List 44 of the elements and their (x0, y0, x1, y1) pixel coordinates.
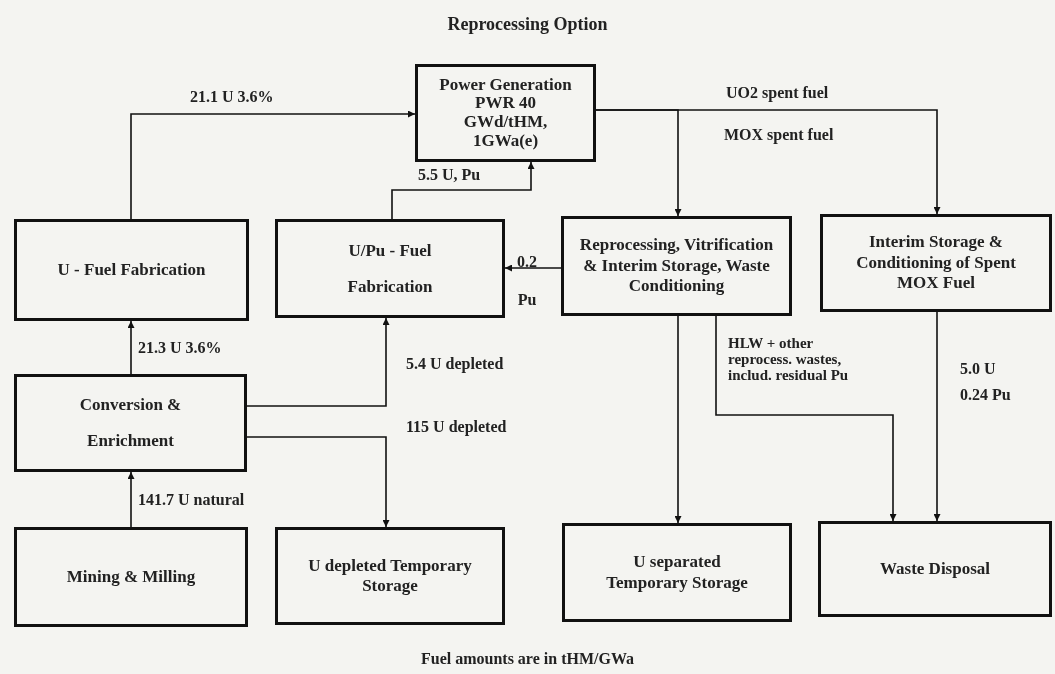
process-box (14, 219, 249, 321)
process-box (562, 523, 792, 622)
box-label: U depleted Temporary Storage (307, 555, 473, 597)
edge-label: 0.2 Pu (516, 252, 538, 310)
arrow (127, 471, 135, 528)
box-label: U/Pu - Fuel Fabrication (346, 239, 434, 298)
process-box (275, 527, 505, 625)
box-label: Power Generation PWR 40 GWd/tHM, 1GWa(e) (438, 75, 573, 151)
arrow (715, 315, 897, 522)
edge-label: 5.4 U depleted (406, 355, 504, 374)
caption: Fuel amounts are in tHM/GWa (420, 650, 634, 668)
arrow (246, 317, 390, 407)
box-label: U separated Temporary Storage (605, 552, 749, 593)
edge-label: 21.3 U 3.6% (138, 339, 222, 358)
edge-label: 5.5 U, Pu (418, 166, 481, 185)
box-label: Reprocessing, Vitrification & Interim Storage, Waste Conditioning (578, 235, 775, 297)
box-label: U - Fuel Fabrication (57, 259, 206, 281)
process-box (415, 64, 596, 162)
process-box (818, 521, 1052, 617)
arrow (674, 315, 682, 524)
arrow (595, 109, 941, 215)
process-box (14, 527, 248, 627)
arrow (504, 264, 562, 272)
box-label: Waste Disposal (879, 558, 990, 580)
diagram-title: Reprocessing Option (447, 14, 608, 35)
arrow (130, 110, 416, 220)
box-label: Mining & Milling (66, 566, 196, 588)
process-box (275, 219, 505, 318)
edge-label: HLW + other reprocess. wastes, includ. residual Pu (728, 336, 850, 384)
arrow (127, 320, 135, 375)
process-box (561, 216, 792, 316)
process-box (14, 374, 247, 472)
process-box (820, 214, 1052, 312)
arrow (391, 161, 535, 220)
arrow (933, 311, 941, 522)
edge-label: 5.0 U 0.24 Pu (960, 359, 1012, 405)
arrow (246, 436, 390, 528)
edge-label: UO2 spent fuel (726, 84, 829, 103)
edge-label: 21.1 U 3.6% (190, 88, 274, 107)
box-label: Conversion & Enrichment (78, 394, 183, 452)
edge-label: 115 U depleted (406, 418, 507, 437)
edge-label: MOX spent fuel (724, 126, 834, 145)
box-label: Interim Storage & Conditioning of Spent MOX Fuel (855, 232, 1017, 294)
edge-label: 141.7 U natural (138, 491, 245, 510)
